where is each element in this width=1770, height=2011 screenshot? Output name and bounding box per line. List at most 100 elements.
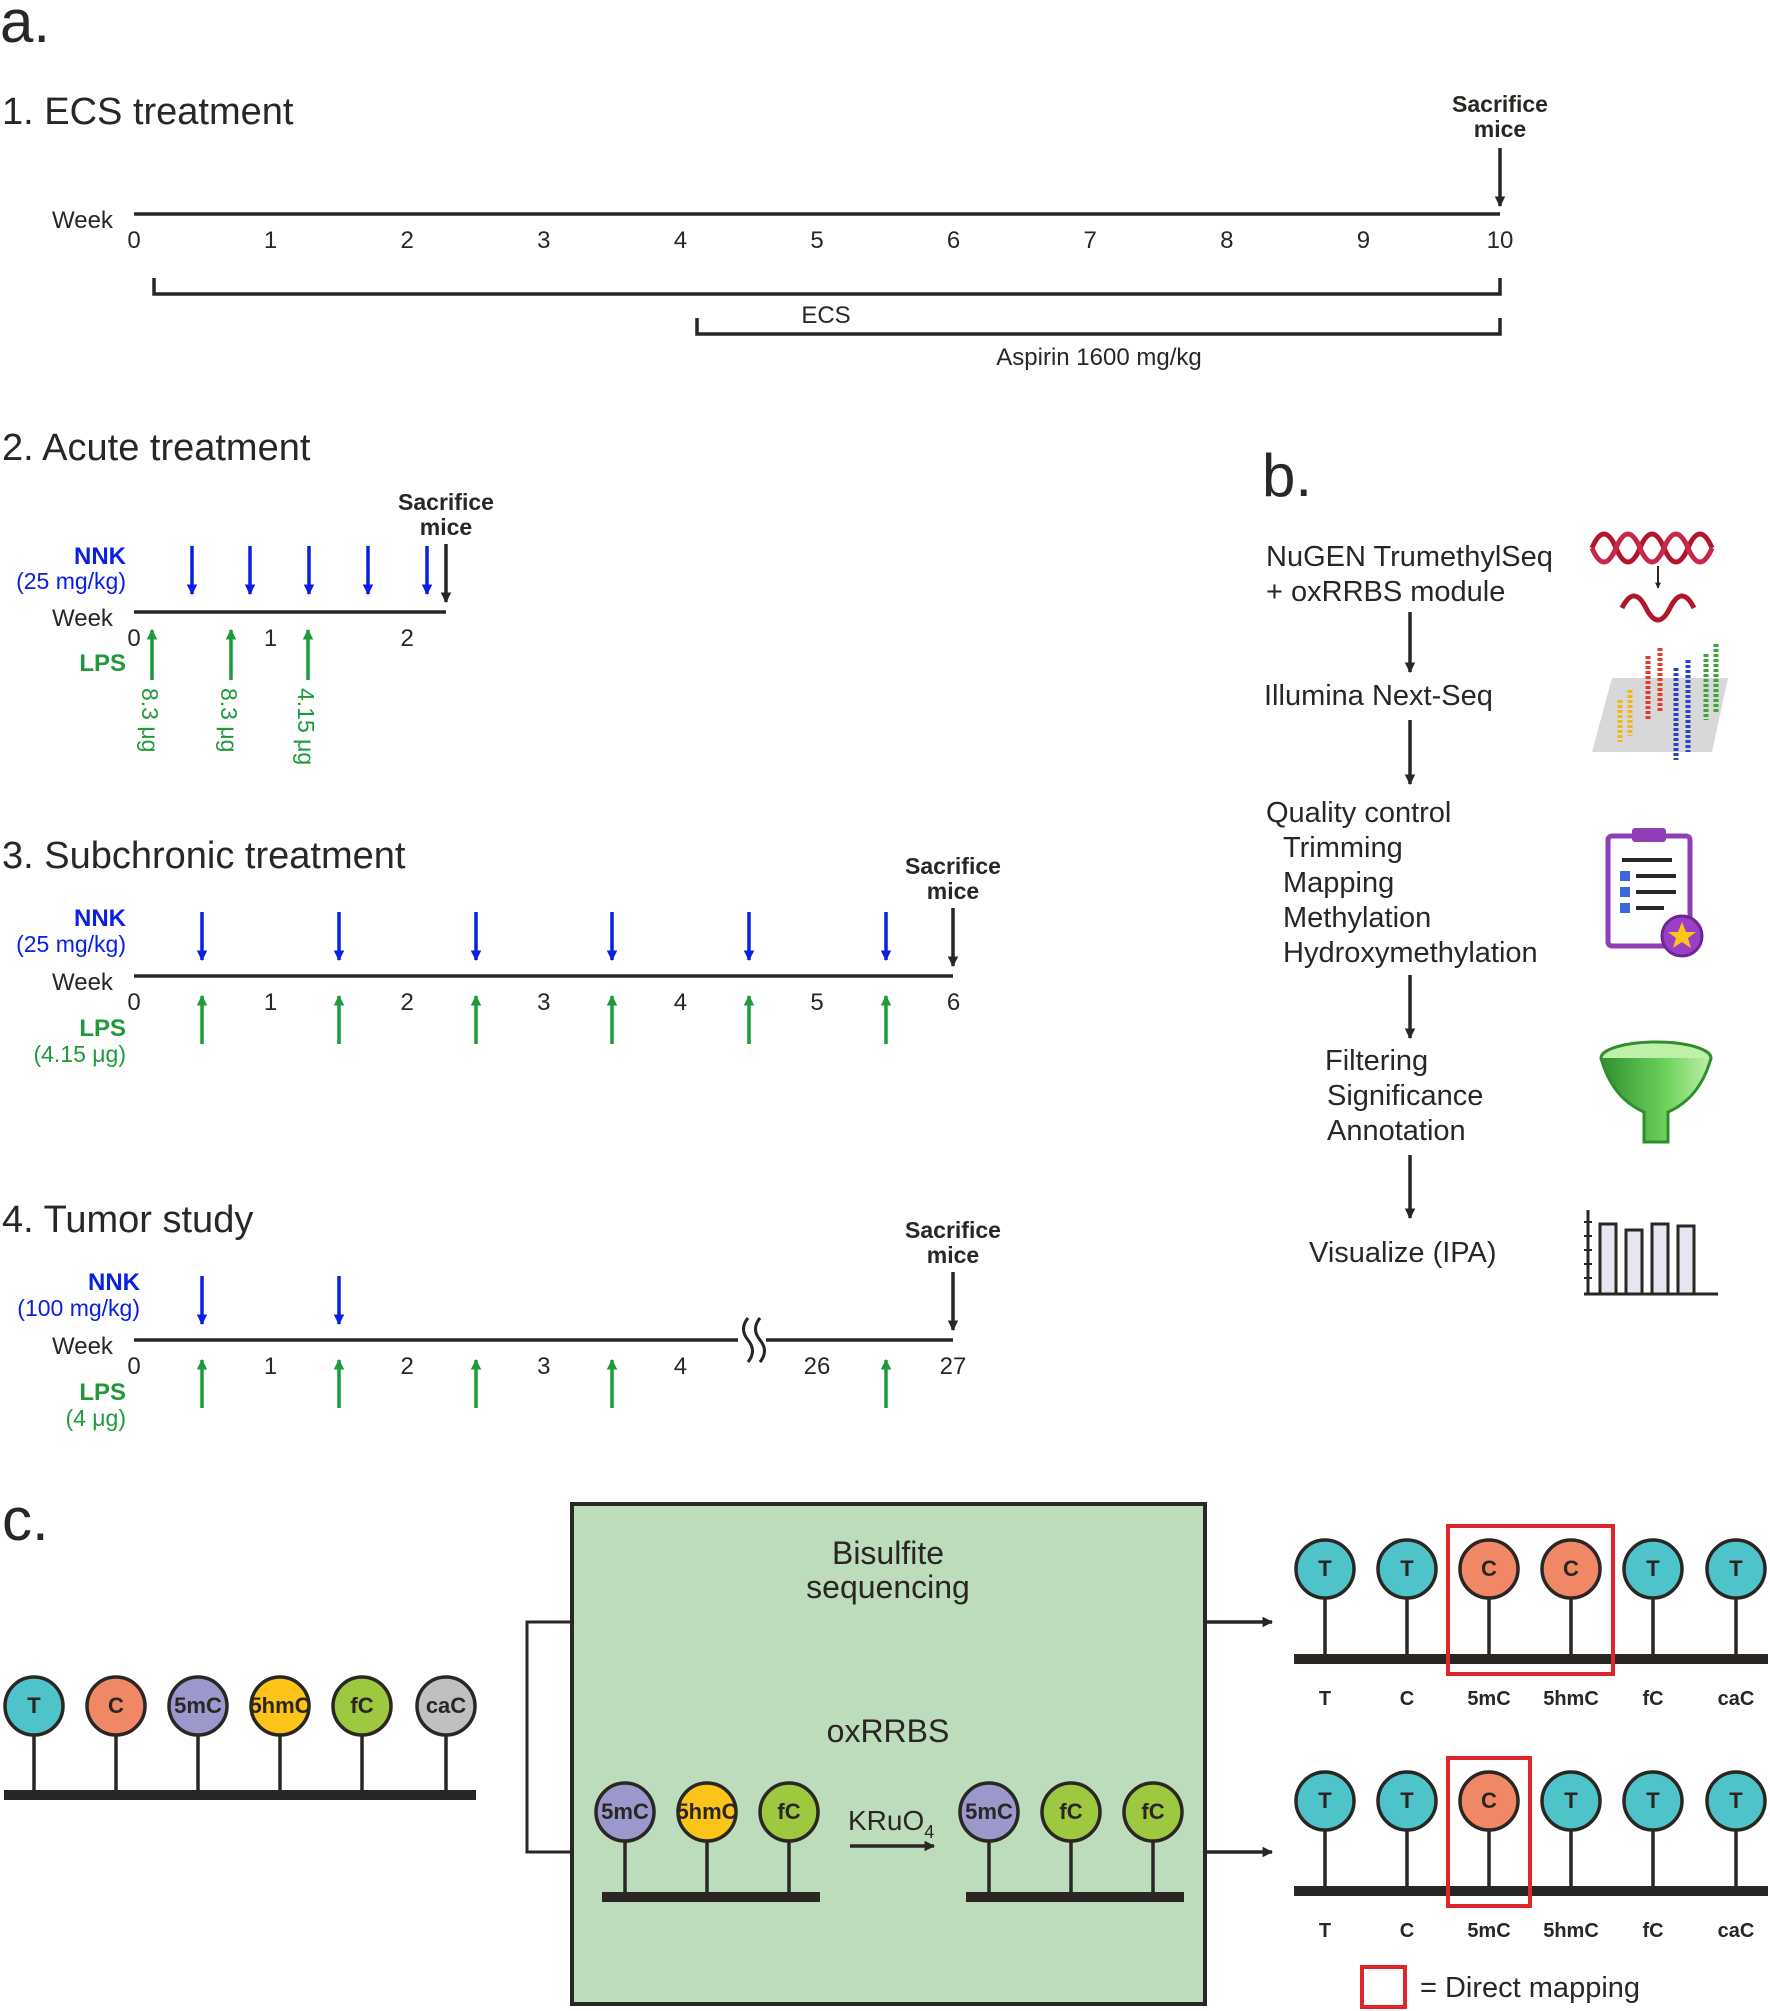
nucleotide-fc-circle [758,1781,820,1843]
nucleotide-c-circle [85,1675,147,1737]
result-t-label: T [1564,1788,1578,1813]
s2-nnk-arrows [186,546,433,596]
sequencer-flowcell-icon [1592,644,1728,760]
result-t-circle [1376,1538,1438,1600]
b-step4-line1: Filtering [1325,1045,1428,1077]
section2-title: 2. Acute treatment [2,427,311,469]
lps-dose-label: 4.15 μg [293,688,319,765]
nucleotide-t-circle [3,1675,65,1737]
tick-label: 0 [127,625,140,652]
s3-nnk-arrows [196,912,892,962]
nucleotide-5mc-label: 5mC [965,1799,1013,1824]
s4-sacrifice-line2: mice [927,1242,979,1268]
tick-label: 6 [947,989,960,1016]
s4-lps-arrows [196,1358,892,1408]
s1-week-label: Week [52,207,114,234]
c-reagent-label: KRuO4 [848,1805,934,1842]
position-label: caC [1718,1688,1755,1710]
result-t-circle [1294,1770,1356,1832]
result-c-circle [1458,1770,1520,1832]
nucleotide-5mc-label: 5mC [601,1799,649,1824]
tick-label: 3 [537,1353,550,1380]
section3-title: 3. Subchronic treatment [2,835,406,877]
tick-label: 4 [674,227,687,254]
section4-title: 4. Tumor study [2,1199,253,1241]
position-label: C [1400,1688,1414,1710]
nucleotide-fc-circle [331,1675,393,1737]
lps-dose-label: 8.3 μg [216,688,242,752]
s4-nnk-dose: (100 mg/kg) [17,1295,140,1321]
s4-lps-dose: (4 μg) [65,1405,126,1431]
tick-label: 7 [1084,227,1097,254]
position-label: caC [1718,1920,1755,1942]
c-method-box [570,1502,1207,2006]
panel-c-label: c. [2,1486,49,1553]
tick-label: 27 [940,1353,967,1380]
nucleotide-5mc-label: 5mC [174,1693,222,1718]
result-t-label: T [1400,1556,1414,1581]
position-label: 5mC [1467,1688,1510,1710]
nucleotide-5hmc-label: 5hmC [676,1799,737,1824]
c-bisulfite-line2: sequencing [806,1569,970,1605]
b-step4-line2: Significance [1327,1080,1483,1112]
b-step5: Visualize (IPA) [1309,1237,1497,1269]
result-t-circle [1294,1538,1356,1600]
s2-lps-label: LPS [79,650,126,677]
tick-label: 5 [810,989,823,1016]
nucleotide-fc-label: fC [350,1693,373,1718]
s1-aspirin-label: Aspirin 1600 mg/kg [996,344,1201,371]
result-t-label: T [1729,1556,1743,1581]
tick-label: 4 [674,1353,687,1380]
c-split-bracket [525,1620,572,1854]
s3-lps-arrows [196,994,892,1044]
tick-label: 1 [264,989,277,1016]
tick-label: 8 [1220,227,1233,254]
result-c-label: C [1563,1556,1579,1581]
c-bottom-direct-mapping-box [1446,1756,1532,1908]
b-step1-line2: + oxRRBS module [1266,576,1505,608]
nucleotide-fc-label: fC [1059,1799,1082,1824]
tick-label: 1 [264,227,277,254]
tick-label: 5 [810,227,823,254]
result-c-circle [1540,1538,1602,1600]
tick-label: 3 [537,227,550,254]
clipboard-checklist-icon [1605,828,1704,958]
result-t-circle [1376,1770,1438,1832]
b-step3-line5: Hydroxymethylation [1283,937,1538,969]
nucleotide-5mc-circle [594,1781,656,1843]
s3-sacrifice-line1: Sacrifice [905,853,1001,879]
position-label: C [1400,1920,1414,1942]
result-t-label: T [1400,1788,1414,1813]
s3-lps-label: LPS [79,1015,126,1042]
s2-week-label: Week [52,605,114,632]
b-step3-line4: Methylation [1283,902,1431,934]
tick-label: 0 [127,989,140,1016]
tick-label: 0 [127,1353,140,1380]
nucleotide-5hmc-label: 5hmC [249,1693,310,1718]
nucleotide-5hmc-circle [249,1675,311,1737]
tick-label: 6 [947,227,960,254]
s2-sacrifice-line1: Sacrifice [398,489,494,515]
s2-nnk-dose: (25 mg/kg) [16,568,126,594]
s1-ecs-bracket [152,278,1502,296]
result-t-label: T [1646,1788,1660,1813]
result-t-circle [1622,1770,1684,1832]
funnel-icon [1599,1040,1713,1144]
position-label: 5hmC [1543,1920,1599,1942]
position-label: T [1319,1920,1331,1942]
tick-label: 10 [1487,227,1514,254]
b-step4-line3: Annotation [1327,1115,1466,1147]
position-label: T [1319,1688,1331,1710]
nucleotide-fc-circle [1040,1781,1102,1843]
result-t-label: T [1646,1556,1660,1581]
tick-label: 1 [264,1353,277,1380]
